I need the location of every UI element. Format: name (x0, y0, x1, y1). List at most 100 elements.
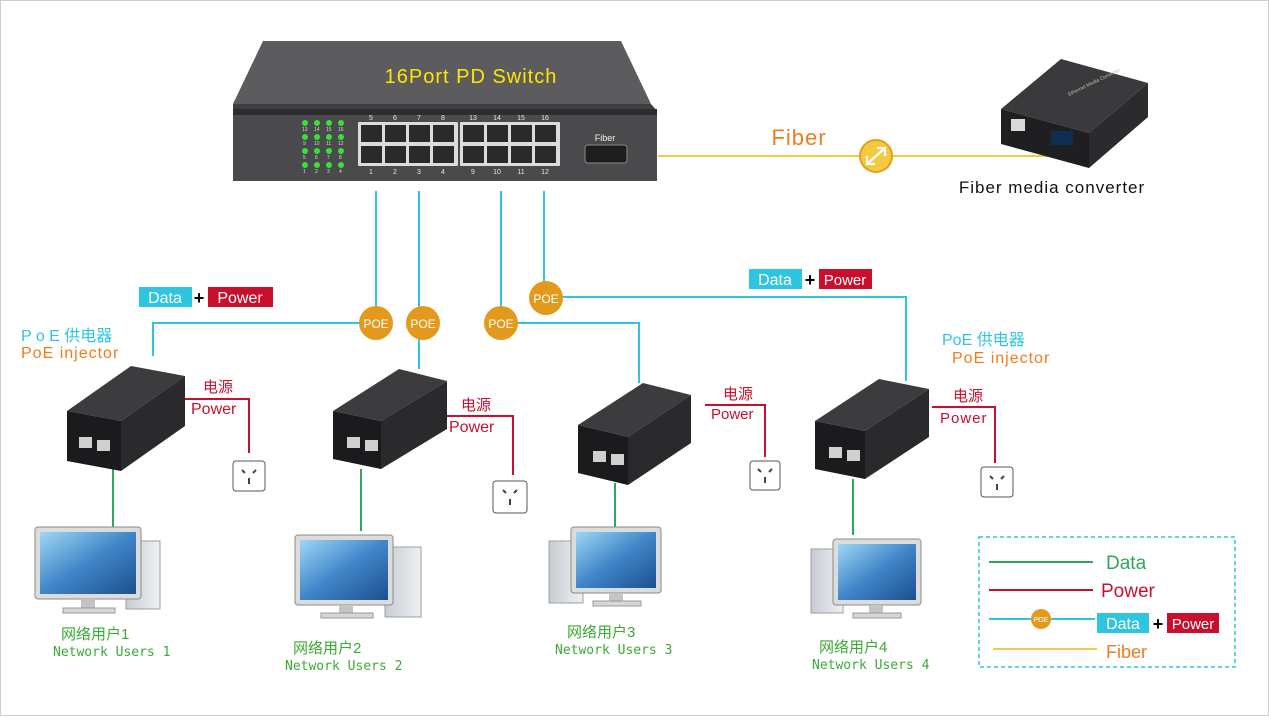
switch-port-14[interactable] (487, 125, 508, 142)
label-text: + (805, 270, 816, 290)
user-label-en: Network Users 2 (285, 659, 402, 674)
power-label-en: Power (940, 410, 988, 427)
label-text: 7 (327, 155, 330, 161)
legend-fiber-label: Fiber (1106, 642, 1147, 662)
injector-port[interactable] (365, 440, 378, 451)
port-number: 12 (541, 169, 549, 176)
injector-port[interactable] (847, 450, 860, 461)
port-number: 16 (541, 115, 549, 122)
poe-injector-1 (67, 366, 185, 471)
poe-injector-2 (333, 369, 447, 469)
port-number: 4 (441, 169, 445, 176)
converter-rj45-port[interactable] (1011, 119, 1025, 131)
injector-port[interactable] (593, 451, 606, 462)
port-number: 9 (471, 169, 475, 176)
port-number: 6 (393, 115, 397, 122)
label-text: Power (824, 272, 867, 289)
port-number: 13 (469, 115, 477, 122)
data-lines (112, 469, 854, 535)
user-label-cn: 网络用户1 (61, 626, 129, 643)
legend-poe-badge-icon (1031, 609, 1051, 629)
power-label-en: Power (449, 419, 495, 436)
power-outlet-icon (232, 460, 266, 492)
power-label-en: Power (711, 406, 754, 423)
label-text: 15 (326, 127, 332, 133)
switch-port-3[interactable] (409, 146, 430, 163)
switch-port-5[interactable] (361, 125, 382, 142)
data-power-tag-right: Data + Power (749, 269, 872, 290)
poe-badge: POE (529, 281, 563, 315)
legend-power-label: Power (1101, 581, 1156, 602)
switch-port-7[interactable] (409, 125, 430, 142)
switch-port-13[interactable] (463, 125, 484, 142)
switch-port-6[interactable] (385, 125, 406, 142)
fiber-link-label: Fiber (771, 125, 826, 150)
port-number: 1 (369, 169, 373, 176)
power-label-en: Power (191, 401, 237, 418)
injector-port[interactable] (97, 440, 110, 451)
converter-fiber-port[interactable] (1051, 131, 1073, 145)
label-text: Power (1172, 616, 1215, 633)
user-label-en: Network Users 3 (555, 643, 672, 658)
power-label-cn: 电源 (203, 379, 233, 396)
label-text: Data (1106, 616, 1140, 633)
port-number: 11 (517, 169, 524, 176)
label-text: 6 (315, 155, 318, 161)
computer-icon (34, 526, 161, 614)
injector-port[interactable] (829, 447, 842, 458)
label-text: 8 (339, 155, 342, 161)
label-text: 4 (339, 169, 342, 175)
injector-port[interactable] (79, 437, 92, 448)
label-text: Power (217, 290, 263, 307)
fiber-port[interactable] (584, 144, 628, 164)
port-number: 10 (493, 169, 501, 176)
injector-port[interactable] (611, 454, 624, 465)
fiber-media-converter: Ethernet Media Converter (1001, 59, 1148, 168)
port-number: 2 (393, 169, 397, 176)
switch-port-15[interactable] (511, 125, 532, 142)
switch-port-4[interactable] (433, 146, 454, 163)
label-text: 12 (338, 141, 344, 147)
label-text: Data (148, 290, 182, 307)
power-lines (184, 398, 996, 475)
switch-title: 16Port PD Switch (385, 66, 558, 88)
power-label-cn: 电源 (953, 388, 983, 405)
injector-port[interactable] (347, 437, 360, 448)
label-text: 10 (314, 141, 320, 147)
user-label-en: Network Users 1 (53, 645, 170, 660)
label-text: + (1153, 614, 1164, 634)
switch-port-12[interactable] (535, 146, 556, 163)
label-text: 3 (327, 169, 330, 175)
switch-port-8[interactable] (433, 125, 454, 142)
label-text: 9 (303, 141, 306, 147)
injector-label-right-en: PoE injector (952, 350, 1050, 367)
port-number: 3 (417, 169, 421, 176)
switch-port-2[interactable] (385, 146, 406, 163)
port-number: 5 (369, 115, 373, 122)
poe-injector-3 (578, 383, 691, 485)
poe-badge: POE (484, 306, 518, 340)
label-text: 11 (326, 141, 331, 147)
media-converter-label: Fiber media converter (959, 178, 1145, 197)
switch-port-9[interactable] (463, 146, 484, 163)
label-text: POE (410, 317, 435, 331)
power-outlet-icon (980, 466, 1014, 498)
label-text: + (194, 288, 205, 308)
power-outlet-icon (492, 480, 528, 514)
label-text: 14 (314, 127, 320, 133)
switch-port-16[interactable] (535, 125, 556, 142)
computer-icon (810, 538, 922, 619)
switch-port-10[interactable] (487, 146, 508, 163)
user-label-en: Network Users 4 (812, 658, 930, 673)
injector-label-left-en: PoE injector (21, 345, 119, 362)
label-text: 16 (338, 127, 344, 133)
switch-port-11[interactable] (511, 146, 532, 163)
switch-port-1[interactable] (361, 146, 382, 163)
label-text: POE (533, 292, 558, 306)
legend: Data Power POE Data + Power Fiber (978, 536, 1236, 668)
injector-label-right-cn: PoE 供电器 (942, 331, 1025, 349)
